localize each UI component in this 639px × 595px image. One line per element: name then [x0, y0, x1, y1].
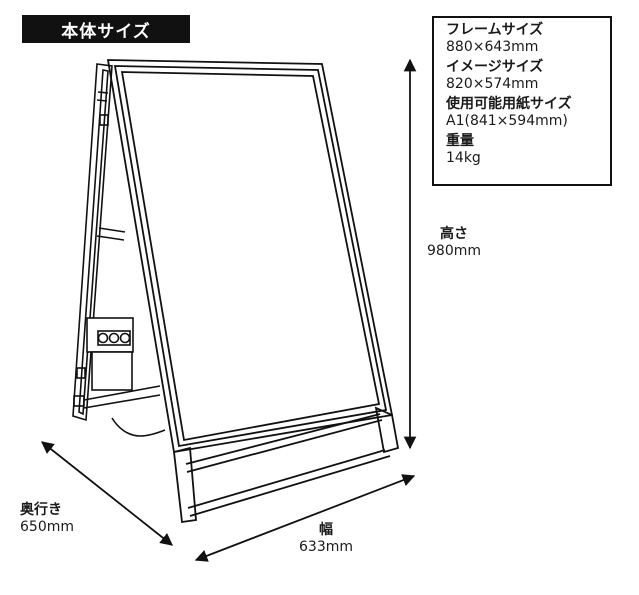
depth-value: 650mm — [20, 519, 74, 535]
height-label: 高さ — [440, 226, 468, 242]
width-dimension: 幅 633mm — [290, 522, 362, 556]
spec-label-paper: 使用可能用紙サイズ — [446, 96, 572, 112]
width-label: 幅 — [319, 522, 333, 538]
spec-box: フレームサイズ 880×643mm イメージサイズ 820×574mm 使用可能… — [432, 16, 612, 186]
spec-value-paper: A1(841×594mm) — [446, 113, 568, 129]
rear-panel — [72, 63, 161, 422]
front-panel — [106, 59, 400, 524]
spec-label-weight: 重量 — [446, 133, 474, 149]
spec-value-weight: 14kg — [446, 150, 481, 166]
spec-label-image: イメージサイズ — [446, 59, 544, 75]
control-box — [86, 317, 166, 437]
height-dimension: 高さ 980mm — [418, 226, 490, 260]
width-arrow — [194, 474, 416, 562]
spec-value-image: 820×574mm — [446, 76, 539, 92]
spec-label-frame: フレームサイズ — [446, 22, 544, 38]
depth-label: 奥行き — [20, 502, 62, 518]
height-value: 980mm — [427, 243, 481, 259]
spec-value-frame: 880×643mm — [446, 39, 539, 55]
dimension-arrows — [41, 58, 417, 562]
depth-dimension: 奥行き 650mm — [20, 502, 74, 536]
width-value: 633mm — [299, 539, 353, 555]
section-title: 本体サイズ — [22, 15, 190, 43]
depth-arrow — [41, 441, 173, 546]
